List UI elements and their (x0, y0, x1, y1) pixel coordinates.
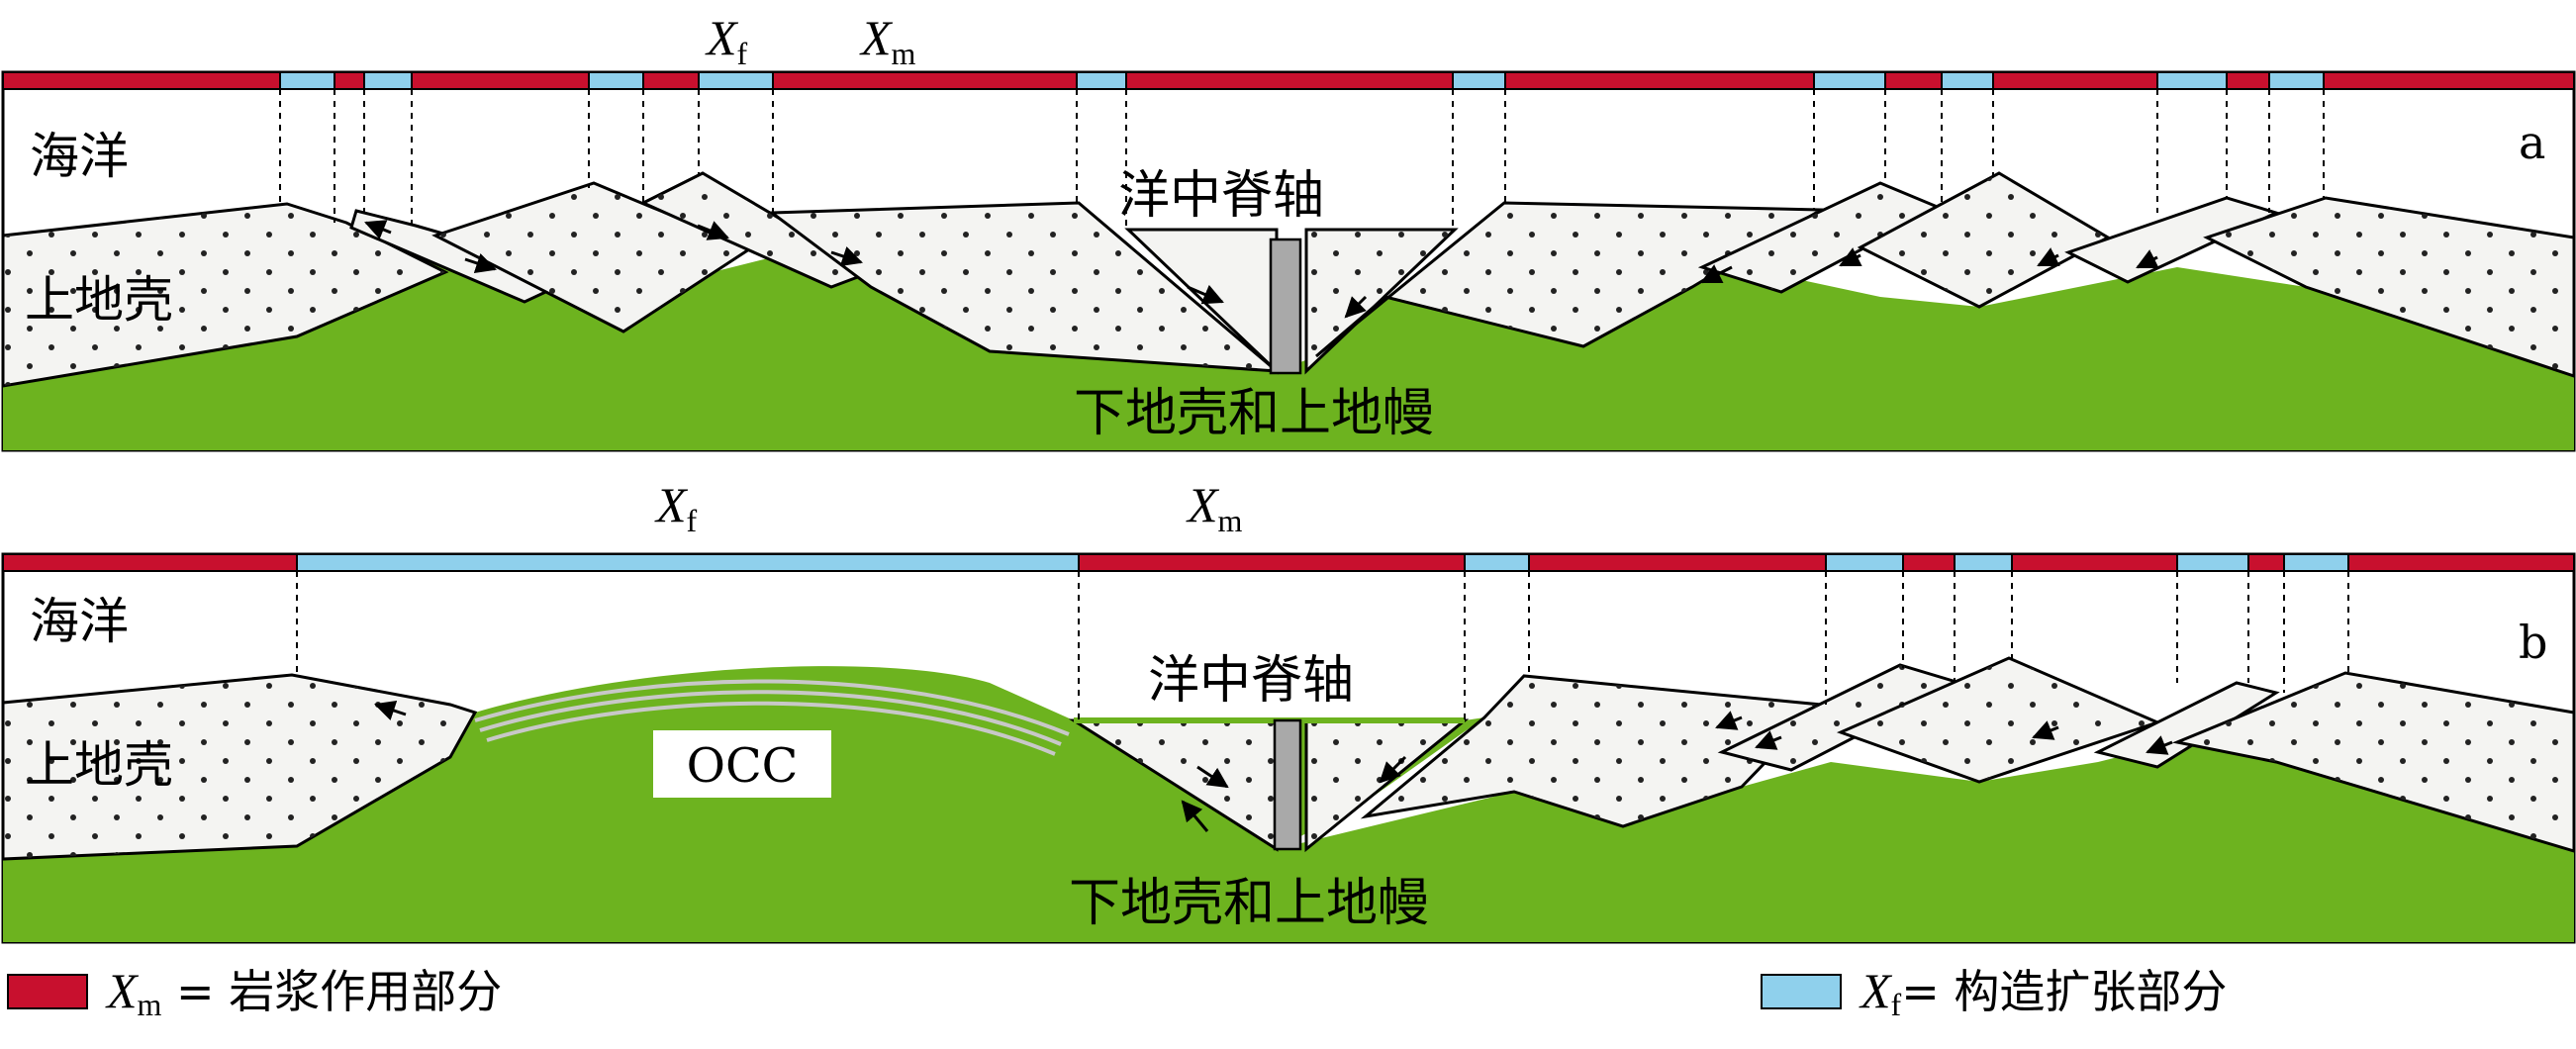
panel-a-crust-10 (2207, 198, 2574, 376)
panel-a-seafloor-strip (2, 71, 2575, 90)
panel-a-crust-6 (1316, 203, 1821, 356)
panel-a-crust-3 (435, 183, 752, 332)
panel-a-crust-4 (643, 173, 871, 287)
panel-b-crust-1 (3, 675, 475, 859)
panel-a-xf-label: Xf (705, 10, 748, 71)
panel-a-crust-5 (772, 203, 1277, 371)
panel-a-crust-9 (2064, 196, 2281, 284)
panel-b-axis-crust-right (1306, 720, 1465, 849)
panel-a-crust-1 (3, 204, 445, 386)
panel-b-ocean-label: 海洋 (30, 593, 129, 650)
panel-a-letter: a (2519, 116, 2545, 169)
panel-b-occ-striations (474, 679, 1070, 756)
panel-b-projection-lines (296, 571, 2349, 720)
panel-b-crust-6 (2177, 673, 2574, 851)
panel-a-fault-arrows (364, 220, 2159, 319)
panel-a: Xf Xm 海洋 上地壳 洋中脊轴 下地壳和上地幔 a (1, 10, 2576, 452)
panel-a-xm-label: Xm (859, 10, 916, 71)
panel-b-letter: b (2519, 616, 2547, 669)
panel-a-mantle (3, 228, 2574, 450)
panel-b-upper-crust-label: 上地壳 (25, 736, 173, 794)
panel-a-crust-7 (1702, 183, 1940, 292)
panel-b-xm-label: Xm (1186, 477, 1243, 538)
legend-magmatic-label: Xm = 岩浆作用部分 (105, 963, 502, 1022)
panel-a-ocean-label: 海洋 (30, 128, 129, 185)
legend: Xm = 岩浆作用部分 Xf= 构造扩张部分 (7, 963, 2227, 1022)
panel-a-crust-8 (1860, 173, 2108, 307)
panel-b-seafloor-strip (2, 553, 2575, 572)
panel-b: OCC (1, 477, 2576, 944)
legend-tectonic-label: Xf= 构造扩张部分 (1859, 963, 2227, 1022)
panel-a-ridge-axis-label: 洋中脊轴 (1118, 166, 1324, 226)
panel-b-axis-crust-left (1074, 720, 1277, 849)
panel-b-crust-5 (2093, 681, 2280, 769)
legend-magmatic-swatch (7, 974, 88, 1009)
legend-tectonic-swatch (1761, 974, 1842, 1009)
panel-a-upper-crust-label: 上地壳 (25, 271, 173, 329)
panel-b-crust-2 (1366, 676, 1821, 826)
panel-a-projection-lines (279, 89, 2325, 228)
panel-b-crust-3 (1722, 665, 1959, 770)
panel-b-crust-4 (1841, 658, 2157, 782)
panel-b-ridge-axis-label: 洋中脊轴 (1148, 651, 1354, 711)
panel-b-xf-label: Xf (654, 477, 698, 538)
panel-b-fault-arrows (374, 701, 2173, 832)
panel-b-occ-label: OCC (687, 738, 799, 794)
panel-a-axis-dike (1269, 238, 1302, 375)
panel-b-lower-crust-label: 下地壳和上地幔 (1069, 874, 1429, 933)
panel-b-occ-box (653, 730, 831, 798)
panel-b-axis-dike (1273, 718, 1302, 851)
panel-a-lower-crust-label: 下地壳和上地幔 (1074, 384, 1434, 443)
